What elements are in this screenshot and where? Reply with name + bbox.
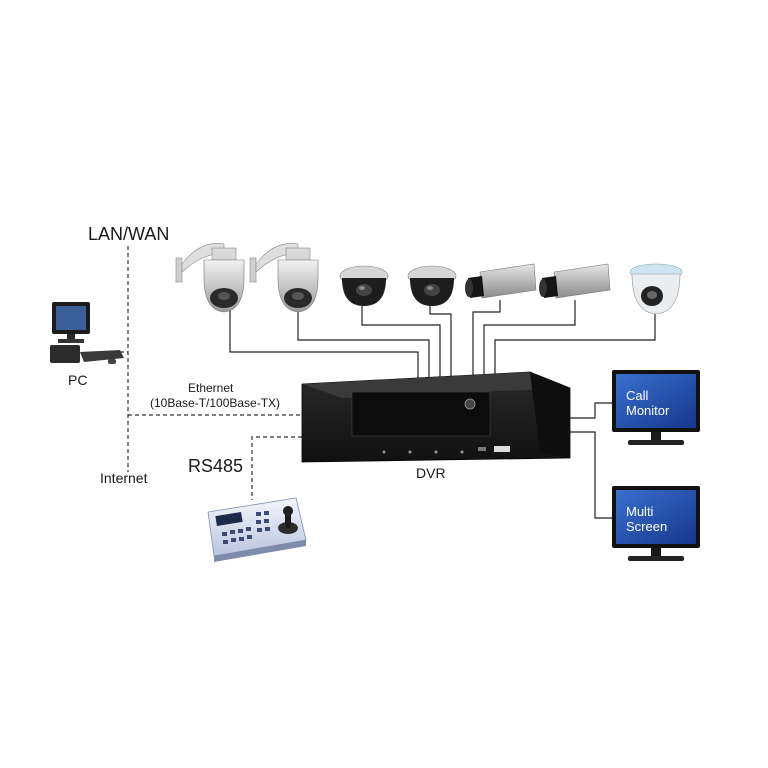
cable-camera-7: [494, 312, 656, 380]
ptz-keyboard-icon: [207, 497, 307, 562]
pc-icon: [50, 302, 124, 364]
dvr-label: DVR: [416, 465, 446, 481]
box-camera-2-icon: [539, 263, 611, 299]
ptz-camera-2-icon: [249, 243, 319, 313]
lan-wan-label: LAN/WAN: [88, 224, 170, 244]
cable-camera-2: [297, 305, 430, 380]
call-monitor-line-1: Call: [626, 388, 649, 403]
multi-screen-line-1: Multi: [626, 504, 654, 519]
pc-label: PC: [68, 372, 88, 388]
connection-lines: [229, 300, 656, 519]
network-lines: [120, 246, 302, 500]
cable-camera-1: [229, 305, 419, 380]
cable-camera-5: [472, 300, 501, 380]
dvr-icon: [301, 371, 571, 463]
rs485-label: RS485: [188, 456, 244, 476]
multi-screen-text: Multi Screen: [626, 504, 667, 534]
call-monitor-screen-text: Call Monitor: [626, 388, 669, 418]
cable-camera-6: [483, 300, 576, 380]
turret-camera-icon: [629, 263, 683, 315]
internet-label: Internet: [100, 470, 148, 486]
dome-camera-1-icon: [339, 265, 389, 306]
cable-camera-4: [429, 305, 452, 380]
cable-monitor-1: [570, 402, 612, 419]
dome-camera-2-icon: [407, 265, 457, 306]
ethernet-spec-label: (10Base-T/100Base-TX): [150, 396, 281, 410]
box-camera-1-icon: [465, 263, 537, 299]
cable-camera-3: [361, 305, 441, 380]
rs485-line: [251, 436, 302, 500]
multi-screen-line-2: Screen: [626, 519, 668, 534]
cable-monitor-2: [570, 431, 612, 519]
multi-screen-monitor-icon: [612, 486, 700, 561]
call-monitor-icon: [612, 370, 700, 445]
call-monitor-line-2: Monitor: [626, 403, 670, 418]
ethernet-label: Ethernet: [188, 381, 234, 395]
ptz-camera-1-icon: [175, 243, 245, 313]
